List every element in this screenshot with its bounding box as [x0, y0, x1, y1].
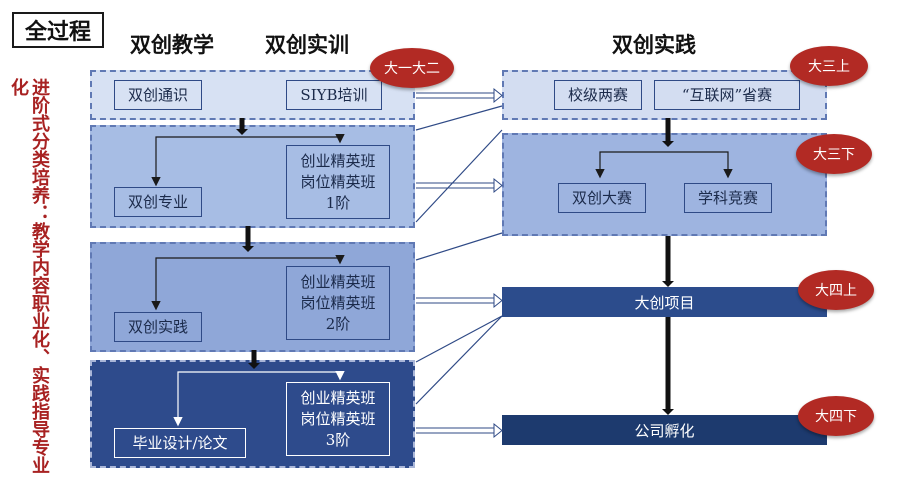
box-practice: 双创实践 — [114, 312, 202, 342]
header-teaching: 双创教学 — [130, 33, 214, 57]
bar-innovation-project: 大创项目 — [502, 287, 827, 317]
badge-senior-second: 大四下 — [798, 396, 874, 436]
box-major-education: 双创专业 — [114, 187, 202, 217]
box-school-competitions: 校级两赛 — [554, 80, 642, 110]
bar-company-incubation: 公司孵化 — [502, 415, 827, 445]
panel-junior-first: 校级两赛 “互联网”省赛 — [502, 70, 827, 120]
panel-stage-2: 双创专业 创业精英班 岗位精英班 1阶 — [90, 125, 415, 228]
header-training: 双创实训 — [265, 33, 349, 57]
box-graduation-design: 毕业设计/论文 — [114, 428, 246, 458]
side-vertical-text: 进阶式分类培养：教学内容职业化、实践指导专业化 — [8, 78, 50, 474]
panel-junior-second: 双创大赛 学科竞赛 — [502, 133, 827, 236]
panel-stage-4: 毕业设计/论文 创业精英班 岗位精英班 3阶 — [90, 360, 415, 468]
box-elite-class-level-2: 创业精英班 岗位精英班 2阶 — [286, 266, 390, 340]
diag-line-4 — [415, 315, 503, 363]
box-innovation-contest: 双创大赛 — [558, 183, 646, 213]
badge-year-1-2: 大一大二 — [370, 48, 454, 88]
header-practice: 双创实践 — [612, 33, 696, 57]
badge-junior-first: 大三上 — [790, 46, 868, 86]
panel-stage-1: 双创通识 SIYB培训 — [90, 70, 415, 120]
diag-line-5 — [415, 315, 503, 405]
box-siyb-training: SIYB培训 — [286, 80, 382, 110]
box-internet-provincial: “互联网”省赛 — [654, 80, 800, 110]
box-elite-class-level-1: 创业精英班 岗位精英班 1阶 — [286, 145, 390, 219]
diag-line-1 — [415, 105, 503, 131]
panel-stage-3: 双创实践 创业精英班 岗位精英班 2阶 — [90, 242, 415, 352]
box-general-education: 双创通识 — [114, 80, 202, 110]
diag-line-3 — [415, 232, 503, 261]
badge-junior-second: 大三下 — [796, 134, 872, 174]
box-elite-class-level-3: 创业精英班 岗位精英班 3阶 — [286, 382, 390, 456]
badge-senior-first: 大四上 — [798, 270, 874, 310]
diag-line-2 — [415, 129, 503, 223]
page-title: 全过程 — [12, 12, 104, 48]
box-subject-contest: 学科竞赛 — [684, 183, 772, 213]
